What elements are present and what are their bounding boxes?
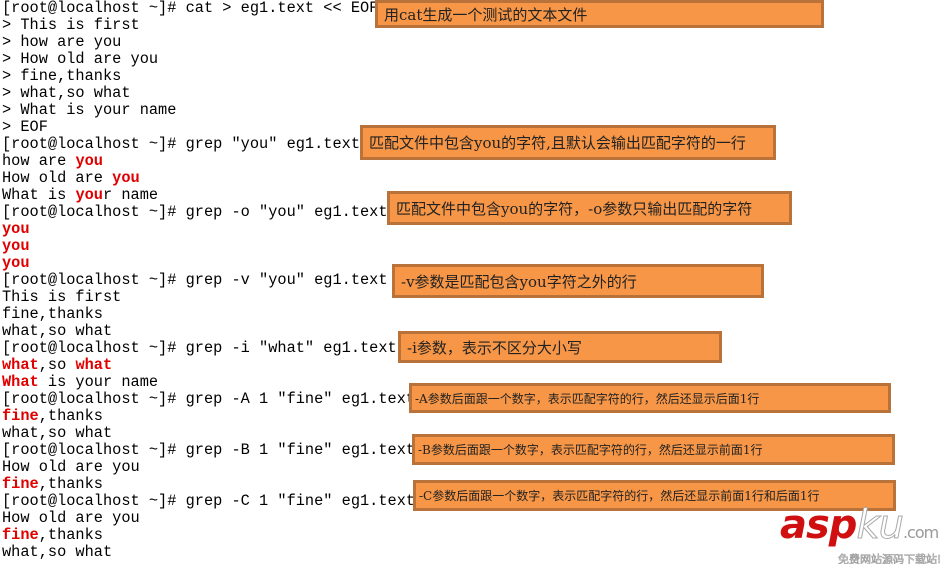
terminal-text: [root@localhost ~]# grep "you" eg1.text: [2, 135, 361, 153]
match-highlight: you: [2, 220, 30, 238]
terminal-text: r name: [102, 186, 159, 204]
aspku-watermark-logo: aspku.com 免费网站源码下载站!: [780, 505, 950, 564]
terminal-text: How old are you: [2, 509, 140, 527]
watermark-tagline: 免费网站源码下载站!: [838, 553, 942, 564]
terminal-text: This is first: [2, 288, 122, 306]
terminal-line: you: [2, 238, 415, 255]
terminal-line: [root@localhost ~]# grep -A 1 "fine" eg1…: [2, 391, 415, 408]
match-highlight: you: [112, 169, 140, 187]
terminal-text: > What is your name: [2, 101, 177, 119]
terminal-line: How old are you: [2, 510, 415, 527]
match-highlight: fine: [2, 475, 39, 493]
annotation-callout: -A参数后面跟一个数字，表示匹配字符的行，然后还显示后面1行: [409, 383, 891, 413]
terminal-line: > fine,thanks: [2, 68, 415, 85]
annotation-callout: -B参数后面跟一个数字，表示匹配字符的行，然后还显示前面1行: [412, 434, 895, 465]
terminal-text: [root@localhost ~]# grep -v "you" eg1.te…: [2, 271, 388, 289]
terminal-text: ,thanks: [38, 407, 103, 425]
terminal-text: [root@localhost ~]# grep -o "you" eg1.te…: [2, 203, 388, 221]
match-highlight: what: [75, 356, 113, 374]
annotation-callout: -v参数是匹配包含you字符之外的行: [392, 264, 764, 298]
terminal-line: what,so what: [2, 425, 415, 442]
terminal-text: ,thanks: [38, 526, 103, 544]
terminal-line: This is first: [2, 289, 415, 306]
terminal-line: What is your name: [2, 187, 415, 204]
terminal-text: > This is first: [2, 16, 140, 34]
terminal-line: fine,thanks: [2, 476, 415, 493]
terminal-text: [root@localhost ~]# grep -B 1 "fine" eg1…: [2, 441, 416, 459]
terminal-text: ,thanks: [38, 475, 103, 493]
match-highlight: you: [75, 152, 103, 170]
terminal-line: fine,thanks: [2, 527, 415, 544]
terminal-line: how are you: [2, 153, 415, 170]
annotation-callout: 用cat生成一个测试的文本文件: [375, 0, 824, 28]
terminal-line: How old are you: [2, 170, 415, 187]
terminal-text: fine,thanks: [2, 305, 103, 323]
watermark-domain: .com: [902, 523, 939, 542]
watermark-brand-a: asp: [780, 502, 857, 548]
match-highlight: fine: [2, 526, 39, 544]
terminal-text: [root@localhost ~]# cat > eg1.text << EO…: [2, 0, 379, 17]
terminal-text: > EOF: [2, 118, 48, 136]
match-highlight: you: [2, 254, 30, 272]
terminal-line: [root@localhost ~]# cat > eg1.text << EO…: [2, 0, 415, 17]
terminal-line: > how are you: [2, 34, 415, 51]
terminal-line: > How old are you: [2, 51, 415, 68]
watermark-brand: aspku.com: [780, 505, 950, 553]
match-highlight: What: [2, 373, 39, 391]
terminal-output: [root@localhost ~]# cat > eg1.text << EO…: [2, 0, 415, 561]
annotation-callout: 匹配文件中包含you的字符，-o参数只输出匹配的字符: [387, 191, 792, 225]
terminal-line: [root@localhost ~]# grep -C 1 "fine" eg1…: [2, 493, 415, 510]
terminal-line: > What is your name: [2, 102, 415, 119]
terminal-line: [root@localhost ~]# grep -B 1 "fine" eg1…: [2, 442, 415, 459]
terminal-line: [root@localhost ~]# grep -v "you" eg1.te…: [2, 272, 415, 289]
terminal-text: what,so what: [2, 424, 113, 442]
terminal-line: How old are you: [2, 459, 415, 476]
terminal-text: > what,so what: [2, 84, 131, 102]
terminal-line: > what,so what: [2, 85, 415, 102]
terminal-text: > how are you: [2, 33, 122, 51]
match-highlight: you: [75, 186, 103, 204]
terminal-line: what,so what: [2, 544, 415, 561]
terminal-text: how are: [2, 152, 76, 170]
terminal-text: [root@localhost ~]# grep -C 1 "fine" eg1…: [2, 492, 416, 510]
terminal-text: what,so what: [2, 322, 113, 340]
watermark-brand-b: ku: [856, 502, 904, 548]
annotation-callout: -i参数，表示不区分大小写: [398, 331, 722, 363]
annotation-callout: -C参数后面跟一个数字，表示匹配字符的行，然后还显示前面1行和后面1行: [413, 480, 896, 511]
match-highlight: what: [2, 356, 39, 374]
annotation-callout: 匹配文件中包含you的字符,且默认会输出匹配字符的一行: [360, 125, 776, 160]
terminal-text: what,so what: [2, 543, 113, 561]
terminal-text: > How old are you: [2, 50, 159, 68]
terminal-line: [root@localhost ~]# grep -o "you" eg1.te…: [2, 204, 415, 221]
terminal-line: What is your name: [2, 374, 415, 391]
terminal-line: you: [2, 221, 415, 238]
match-highlight: you: [2, 237, 30, 255]
terminal-text: > fine,thanks: [2, 67, 122, 85]
terminal-text: How old are you: [2, 458, 140, 476]
terminal-text: How old are: [2, 169, 113, 187]
terminal-text: [root@localhost ~]# grep -i "what" eg1.t…: [2, 339, 397, 357]
terminal-line: what,so what: [2, 323, 415, 340]
terminal-text: What is: [2, 186, 76, 204]
terminal-text: is your name: [38, 373, 159, 391]
terminal-text: [root@localhost ~]# grep -A 1 "fine" eg1…: [2, 390, 416, 408]
terminal-line: [root@localhost ~]# grep -i "what" eg1.t…: [2, 340, 415, 357]
match-highlight: fine: [2, 407, 39, 425]
terminal-text: ,so: [38, 356, 76, 374]
terminal-line: fine,thanks: [2, 306, 415, 323]
terminal-line: > This is first: [2, 17, 415, 34]
terminal-line: > EOF: [2, 119, 415, 136]
terminal-line: fine,thanks: [2, 408, 415, 425]
terminal-line: [root@localhost ~]# grep "you" eg1.text: [2, 136, 415, 153]
terminal-line: what,so what: [2, 357, 415, 374]
terminal-line: you: [2, 255, 415, 272]
